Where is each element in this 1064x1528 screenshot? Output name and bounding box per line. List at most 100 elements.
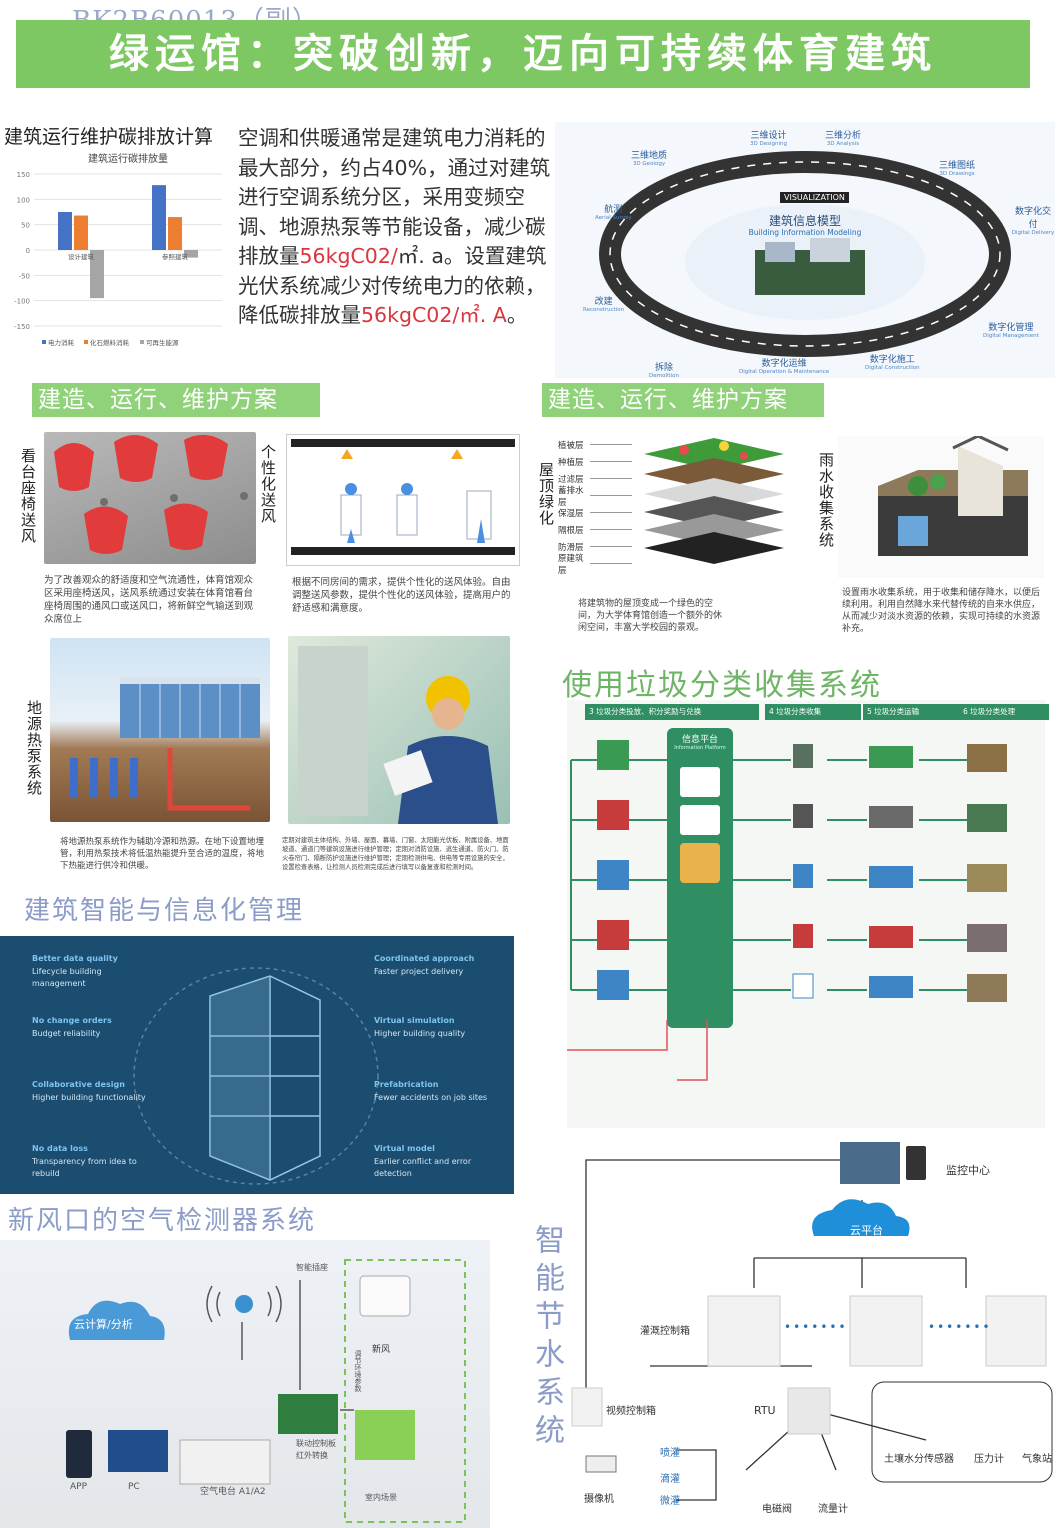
fresh-air-label: 新风: [372, 1345, 391, 1355]
micro-label: 微灌: [660, 1496, 680, 1507]
roof-layer-leader: [590, 444, 632, 445]
pc-label: PC: [128, 1482, 140, 1492]
bim-ring: [599, 151, 1011, 357]
smart-item-text: Transparency from idea to rebuild: [32, 1157, 137, 1178]
roof-layer-leader: [590, 512, 632, 513]
cloud-platform-label: 云平台: [850, 1224, 883, 1237]
smart-item-text: Higher building quality: [374, 1029, 466, 1038]
roof-layer-label: 保湿层: [558, 508, 584, 519]
cloud-platform: [812, 1199, 910, 1236]
roof-layer-list: 植被层种植层过滤层蓄排水层保湿层隔根层防滑层原建筑层: [558, 436, 632, 576]
smart-item-title: Better data quality: [32, 954, 118, 963]
roof-layer-row: 蓄排水层: [558, 486, 632, 508]
air-section-title: 新风口的空气检测器系统: [8, 1206, 317, 1236]
roof-caption: 将建筑物的屋顶变成一个绿色的空间，为大学体育馆创造一个额外的休闲空间，丰富大学校…: [578, 599, 723, 633]
carbon-text-b: ㎡. a。设置建筑光伏系统减少对传统电力的依赖，降低碳排放量: [238, 244, 547, 327]
category-label: 设计建筑: [68, 252, 95, 261]
soil-sensor-label: 土壤水分传感器: [884, 1454, 954, 1465]
info-platform-en: Information Platform: [674, 745, 726, 751]
bim-label-cn: 数字化管理: [988, 323, 1034, 333]
roof-layer-row: 原建筑层: [558, 554, 632, 576]
waste-step-header: 6 垃圾分类处理: [959, 704, 1049, 720]
ac-label: 空气电台 A1/A2: [200, 1487, 266, 1497]
roof-layer-row: 种植层: [558, 453, 632, 470]
geothermal-label: 地源热泵系统: [25, 700, 43, 796]
waste-step-header: 4 垃圾分类收集: [765, 704, 861, 720]
bim-label-en: Reconstruction: [583, 307, 625, 313]
legend-label: 可再生能源: [146, 338, 179, 347]
y-tick-label: 150: [17, 171, 30, 179]
roof-layer-label: 蓄排水层: [558, 485, 584, 508]
bim-label-en: 3D Analysis: [826, 141, 860, 147]
spray-label: 喷灌: [660, 1448, 680, 1459]
bim-label-cn: 三维地质: [631, 151, 668, 161]
chart-title: 建筑运行碳排放量: [88, 152, 168, 165]
bim-label-en: Digital Operation & Maintenance: [739, 369, 830, 375]
smart-item-title: Virtual model: [374, 1144, 435, 1153]
drip-label: 滴灌: [660, 1474, 680, 1485]
geothermal-photo: [50, 638, 270, 822]
roof-layer-leader: [590, 495, 632, 496]
bar: [184, 250, 198, 258]
smart-item-text: Faster project delivery: [374, 967, 464, 976]
bim-label-en: 3D Designing: [750, 141, 787, 147]
video-box-label: 视频控制箱: [606, 1406, 656, 1417]
smart-item-title: Collaborative design: [32, 1080, 125, 1089]
roof-label: 屋顶绿化: [537, 462, 555, 526]
y-tick-label: 100: [17, 196, 30, 204]
roof-layer-row: 防滑层: [558, 538, 632, 555]
smart-section-title: 建筑智能与信息化管理: [24, 896, 305, 926]
linkage-label: 联动控制板: [296, 1439, 336, 1448]
roof-layer-leader: [590, 546, 632, 547]
monitor-label: 监控中心: [946, 1164, 990, 1177]
waste-icons: [597, 740, 1007, 1002]
rtu-label: RTU: [754, 1404, 776, 1417]
waste-step-header: 3 垃圾分类投放、积分奖励与兑换: [585, 704, 759, 720]
y-tick-label: -50: [19, 272, 30, 280]
bar: [168, 217, 182, 250]
dots-1: •••••••: [784, 1320, 848, 1334]
seat-label: 看台座椅送风: [19, 448, 37, 544]
pcb-board: [278, 1394, 338, 1434]
smart-item-title: Prefabrication: [374, 1080, 439, 1089]
bim-label-cn: 三维设计: [750, 131, 787, 141]
ir-label: 红外转换: [296, 1451, 328, 1460]
smart-item-title: Coordinated approach: [374, 954, 475, 963]
app-label: APP: [70, 1482, 88, 1492]
bim-label-cn: 航测: [604, 205, 623, 215]
carbon-text-end: 。: [506, 303, 528, 327]
bim-label-cn: 三维图纸: [939, 161, 976, 171]
personal-vent-diagram: [286, 434, 520, 566]
roof-layer-leader: [590, 478, 632, 479]
seat-caption: 为了改善观众的舒适度和空气流通性，体育馆观众区采用座椅送风，送风系统通过安装在体…: [44, 575, 254, 625]
carbon-text-a: 空调和供暖通常是建筑电力消耗的最大部分，约占40%，通过对建筑进行空调系统分区，…: [238, 126, 551, 268]
carbon-value-1: 56kgC02/: [299, 244, 398, 268]
maintenance-caption: 定期对建筑主体结构、外墙、屋面、幕墙、门窗、太阳能光伏板、附属设备、地面坡道、通…: [282, 837, 509, 871]
smart-item-title: No data loss: [32, 1144, 88, 1153]
roof-layer-row: 保湿层: [558, 504, 632, 521]
plant-layer: [644, 438, 784, 470]
build-left-title: 建造、运行、维护方案: [38, 387, 278, 413]
geothermal-caption: 将地源热泵系统作为辅助冷源和热源。在地下设置地埋管，利用热泵技术将低温热能提升至…: [60, 837, 265, 871]
bar: [152, 185, 166, 250]
bim-label-cn: 数字化交付: [1014, 207, 1051, 230]
water-system-diagram: 监控中心 云平台 灌溉控制箱 ••••••• ••••••• 视频控制箱 RTU…: [566, 1140, 1060, 1528]
info-platform-label: 信息平台: [681, 735, 718, 745]
vent-label: 个性化送风: [259, 444, 277, 524]
roof-layers-diagram: 植被层种植层过滤层蓄排水层保湿层隔根层防滑层原建筑层: [558, 436, 788, 576]
vent-caption: 根据不同房间的需求，提供个性化的送风体验。自由调整送风参数，提供个性化的送风体验…: [292, 577, 511, 614]
y-tick-label: -150: [14, 323, 30, 331]
waste-section-title: 使用垃圾分类收集系统: [562, 668, 882, 703]
camera-label: 摄像机: [584, 1494, 614, 1505]
cloud-label: 云计算/分析: [74, 1318, 133, 1331]
